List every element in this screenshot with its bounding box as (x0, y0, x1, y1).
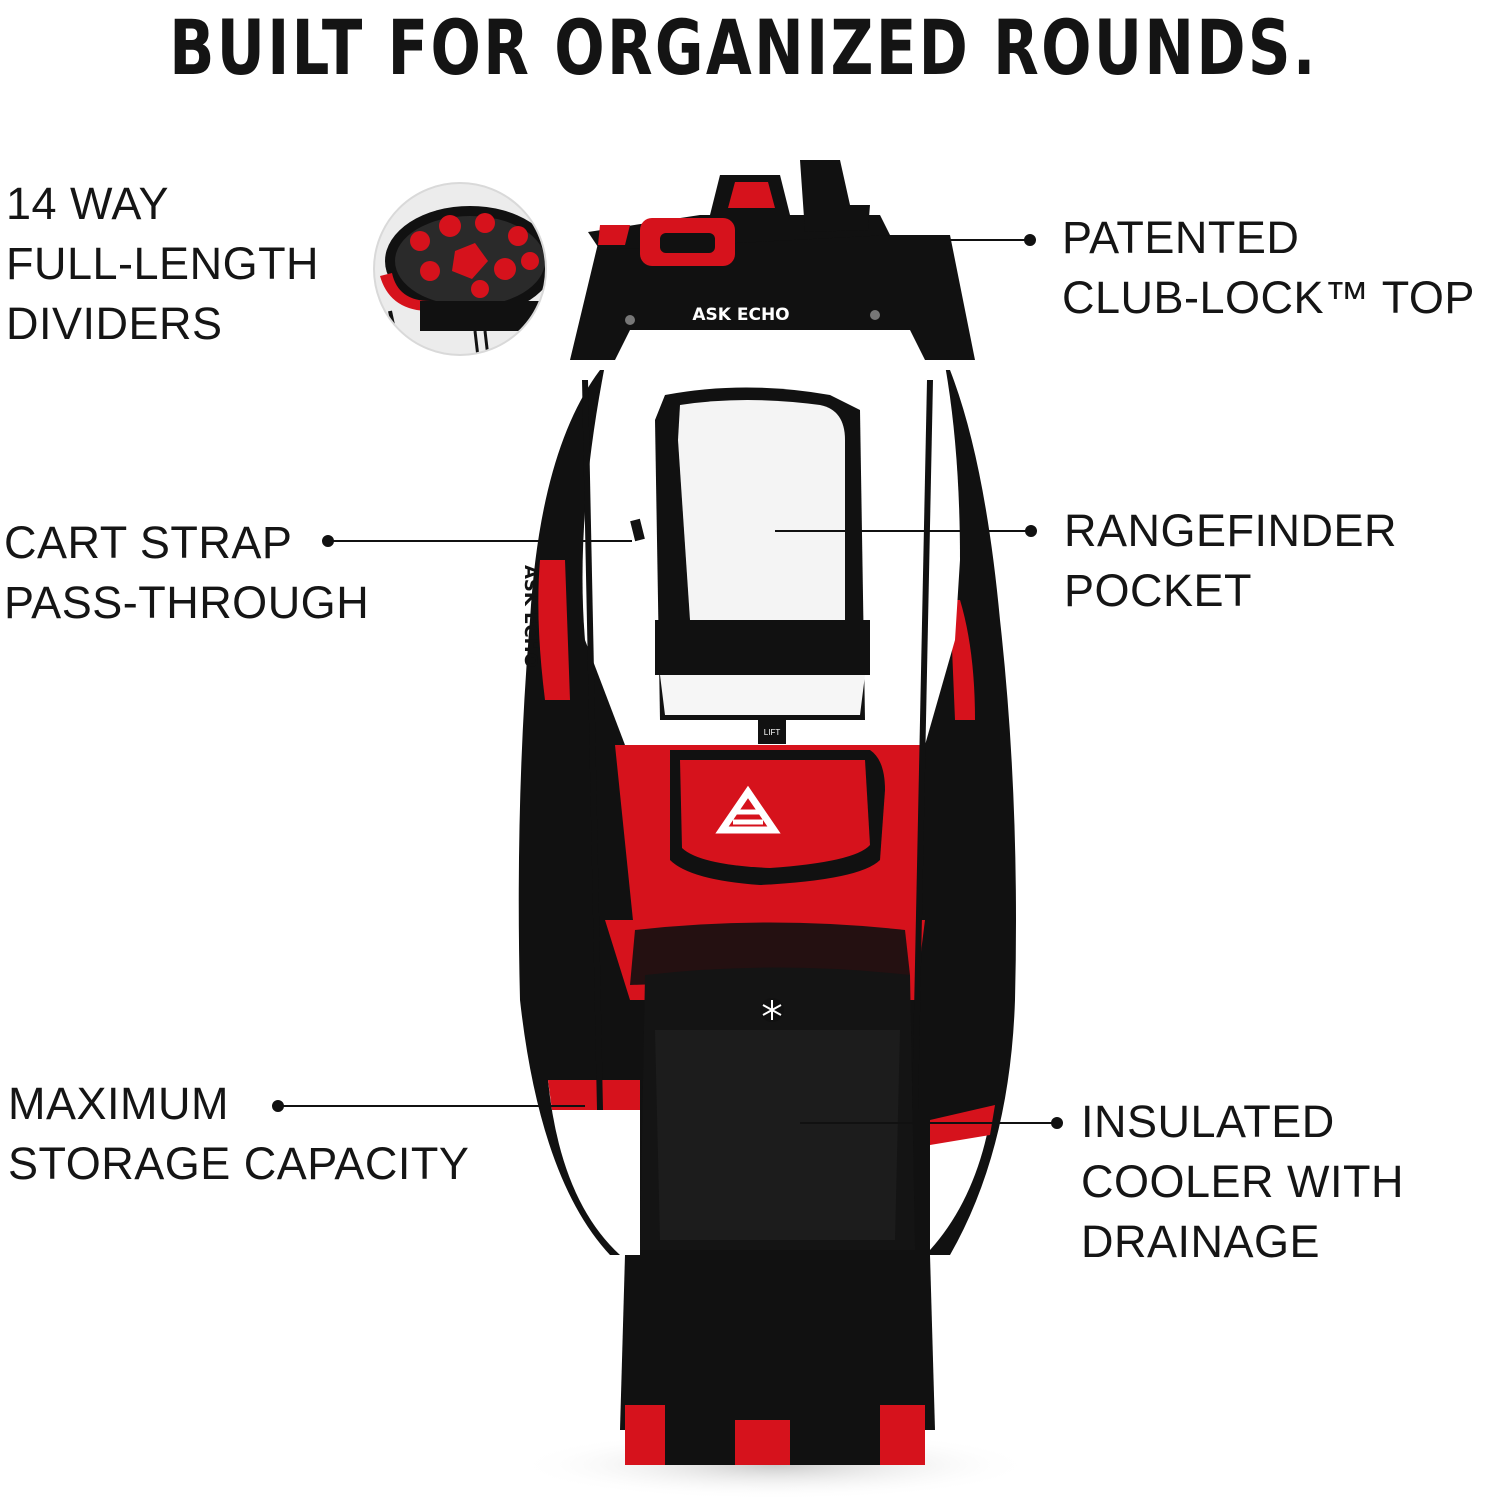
callout-club-lock: PATENTED CLUB-LOCK™ TOP (1062, 212, 1475, 323)
callout-storage: MAXIMUM STORAGE CAPACITY (8, 1078, 470, 1189)
side-brand-label: ASK ECHO (520, 565, 541, 668)
callout-rangefinder: RANGEFINDER POCKET (1064, 505, 1398, 616)
storage-dot (272, 1100, 284, 1112)
rangefinder-dot (1025, 525, 1037, 537)
callout-dividers: 14 WAY FULL-LENGTH DIVIDERS (6, 178, 320, 349)
divider-inset-image (373, 182, 547, 356)
callout-cooler: INSULATED COOLER WITH DRAINAGE (1081, 1096, 1405, 1267)
snowflake-icon (760, 998, 784, 1022)
brand-logo-icon (715, 785, 781, 834)
cart-strap-dot (322, 535, 334, 547)
callout-cart-strap: CART STRAP PASS-THROUGH (4, 517, 370, 628)
cooler-dot (1051, 1117, 1063, 1129)
top-brand-label: ASK ECHO (692, 305, 789, 325)
club-lock-dot (1024, 234, 1036, 246)
page-title: BUILT FOR ORGANIZED ROUNDS. (169, 3, 1318, 92)
lift-tag: LIFT (764, 728, 781, 737)
